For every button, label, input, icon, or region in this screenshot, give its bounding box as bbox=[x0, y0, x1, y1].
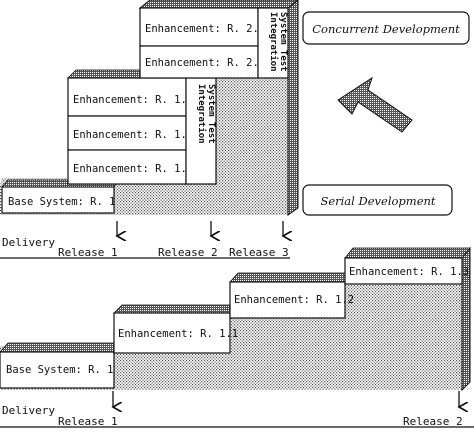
top-release2-stack: Enhancement: R. 2.2 Enhancement: R. 2.1 … bbox=[139, 7, 289, 79]
top-diagram: Base System: R. 1 Enhancement: R. 1.3 En… bbox=[0, 0, 299, 259]
top-enhancement-2-1-label: Enhancement: R. 2.1 bbox=[145, 57, 265, 69]
top-right-wall bbox=[287, 0, 299, 216]
bottom-release-2-label: Release 2 bbox=[403, 415, 463, 428]
bottom-enhancement-1-2-label: Enhancement: R. 1.2 bbox=[234, 294, 354, 306]
top-release-2-label: Release 2 bbox=[158, 246, 218, 259]
top-enhancement-1-1-label: Enhancement: R. 1.1 bbox=[73, 163, 193, 175]
top-enhancement-1-2-label: Enhancement: R. 1.2 bbox=[73, 129, 193, 141]
top-system-test-1-label: System Test bbox=[206, 84, 216, 144]
serial-development-label: Serial Development bbox=[320, 194, 435, 208]
bottom-base-system-box: Base System: R. 1 bbox=[0, 342, 123, 389]
bottom-enhancement-1-3-label: Enhancement: R. 1.3 bbox=[349, 266, 469, 278]
bottom-enhancement-1-2-box: Enhancement: R. 1.2 bbox=[229, 272, 354, 319]
top-integration-1-label: Integration bbox=[196, 84, 207, 144]
concurrent-note: Concurrent Development bbox=[302, 11, 470, 45]
serial-note: Serial Development bbox=[302, 184, 453, 216]
top-base-system-box: Base System: R. 1 bbox=[1, 179, 119, 214]
top-base-system-label: Base System: R. 1 bbox=[8, 196, 115, 208]
top-integration-2-label: Integration bbox=[268, 12, 279, 72]
bottom-diagram: Base System: R. 1 Enhancement: R. 1.1 En… bbox=[0, 246, 474, 428]
evolution-arrow-icon bbox=[337, 76, 413, 133]
bottom-enhancement-1-3-box: Enhancement: R. 1.3 bbox=[344, 247, 471, 285]
top-system-test-2-label: System Test bbox=[278, 12, 288, 72]
top-release-1-label: Release 1 bbox=[58, 246, 118, 259]
bottom-delivery-label: Delivery bbox=[2, 404, 55, 417]
bottom-dotted-area bbox=[0, 258, 462, 390]
bottom-base-system-label: Base System: R. 1 bbox=[6, 364, 113, 376]
top-release-3-label: Release 3 bbox=[229, 246, 289, 259]
top-delivery-label: Delivery bbox=[2, 236, 55, 249]
concurrent-development-label: Concurrent Development bbox=[312, 22, 460, 36]
bottom-enhancement-1-1-label: Enhancement: R. 1.1 bbox=[118, 328, 238, 340]
top-release1-stack: Enhancement: R. 1.3 Enhancement: R. 1.2 … bbox=[67, 69, 217, 185]
bottom-release-1-label: Release 1 bbox=[58, 415, 118, 428]
bottom-enhancement-1-1-box: Enhancement: R. 1.1 bbox=[113, 304, 239, 354]
top-enhancement-1-3-label: Enhancement: R. 1.3 bbox=[73, 94, 193, 106]
top-enhancement-2-2-label: Enhancement: R. 2.2 bbox=[145, 23, 265, 35]
